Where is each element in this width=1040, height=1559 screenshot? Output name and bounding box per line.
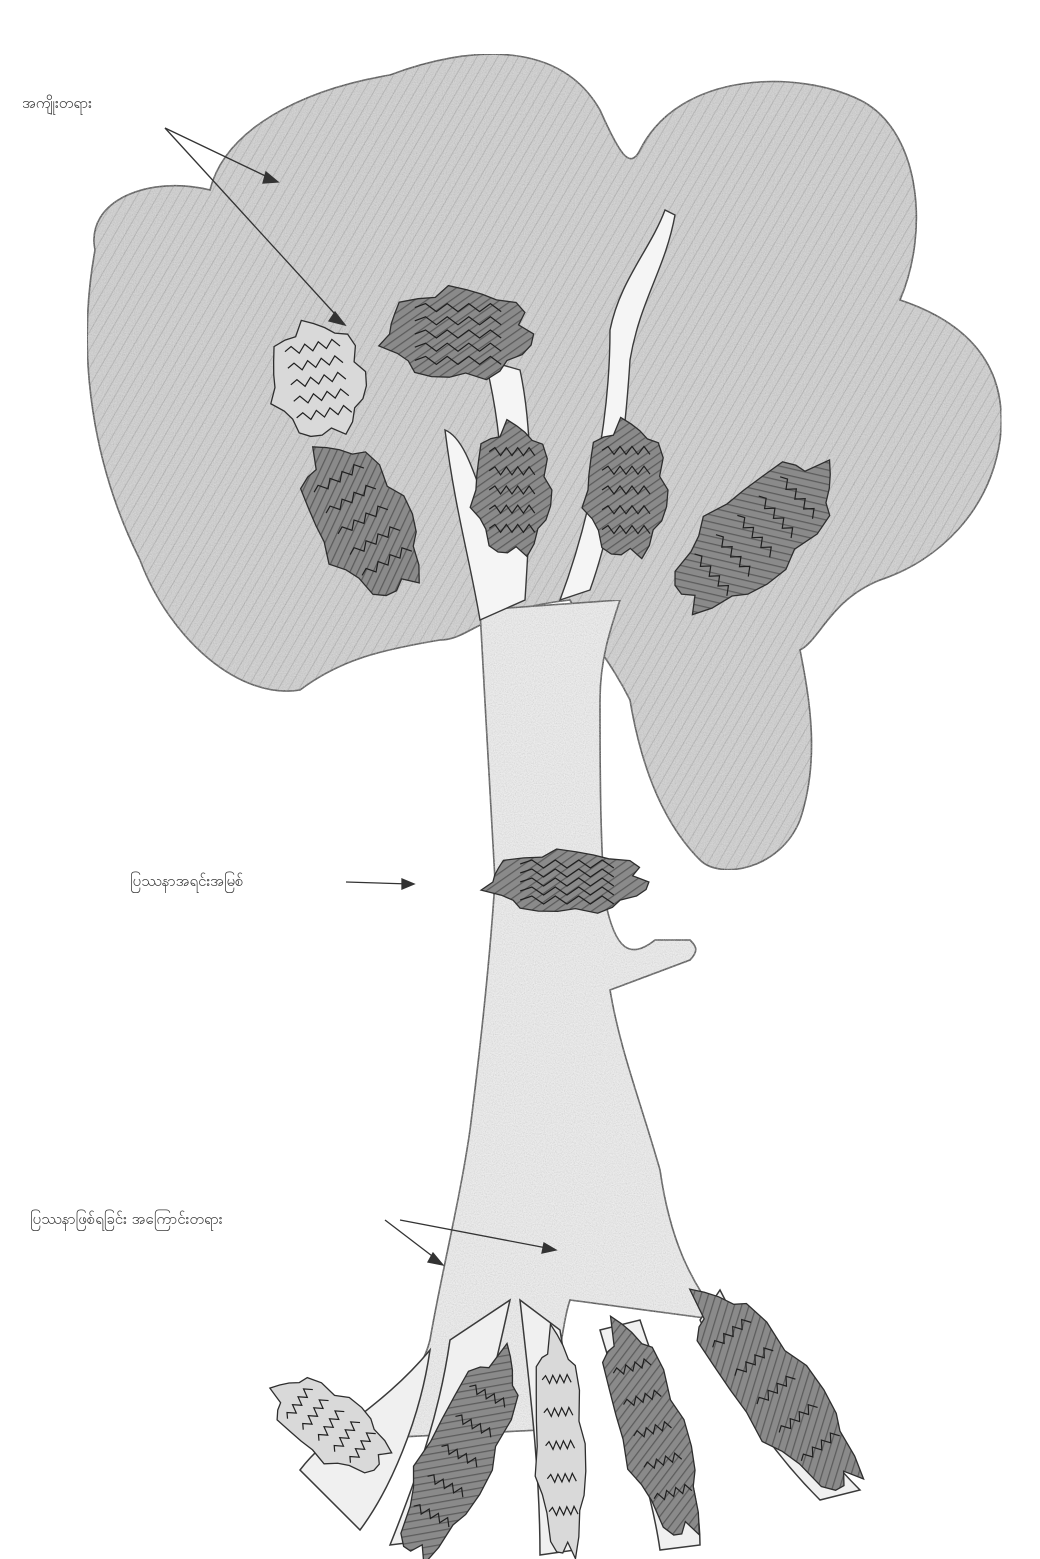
causes-label: ပြဿနာဖြစ်ရခြင်း အကြောင်းတရား: [30, 1210, 223, 1232]
effects-label: အကျိုးတရား: [22, 94, 92, 116]
arrow-core: [346, 882, 410, 884]
core-problem-label: ပြဿနာအရင်းအမြစ်: [130, 872, 243, 894]
arrow-core-head: [402, 879, 414, 889]
